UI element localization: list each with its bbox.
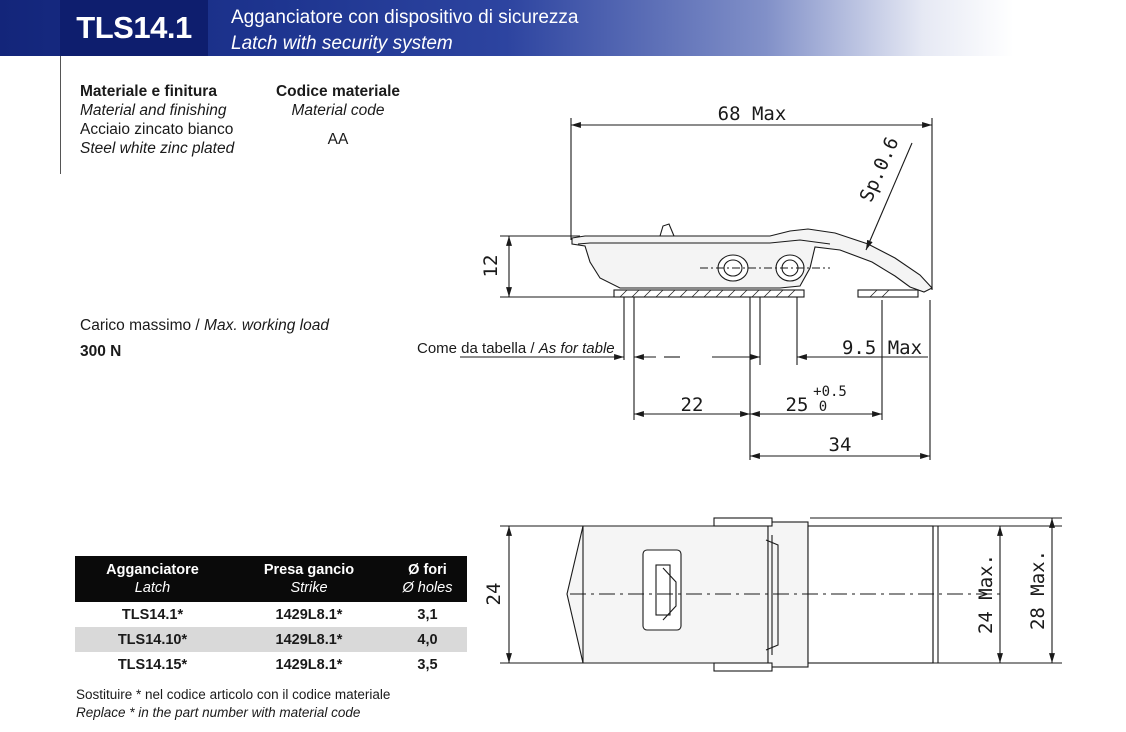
dim-height: 12 [480,255,502,278]
th-strike-en: Strike [290,580,328,596]
th-latch: Agganciatore Latch [75,556,230,602]
max-load-value: 300 N [80,343,122,360]
cell-latch: TLS14.15* [117,656,188,673]
dim-width-right: 28 Max. [1027,550,1049,630]
table-row: TLS14.1* 1429L8.1* 3,1 [75,602,467,627]
title-italian: Agganciatore con dispositivo di sicurezz… [231,7,579,28]
cell-strike: 1429L8.1* [275,631,343,648]
dim-hole-spacing-b: 25 [786,394,809,416]
material-value-it: Acciaio zincato bianco [80,121,234,138]
top-view [500,517,1062,672]
cell-holes: 3,1 [417,606,438,623]
as-for-table-it: Come da tabella / [417,340,539,357]
material-value-en: Steel white zinc plated [80,140,235,157]
material-code-label-it: Codice materiale [275,83,401,100]
max-load-label-en: Max. working load [204,317,329,334]
th-holes-en: Ø holes [402,580,453,596]
note-en: Replace * in the part number with materi… [76,705,361,720]
dim-width-left: 24 [483,583,505,606]
as-for-table-label: Come da tabella / As for table [417,340,615,357]
dim-hole-spacing-a: 22 [681,394,704,416]
th-strike: Presa gancio Strike [230,556,388,602]
th-holes: Ø fori Ø holes [388,556,467,602]
side-view [460,118,933,460]
product-code-box: TLS14.1 [60,0,208,56]
title-english: Latch with security system [231,33,453,54]
dim-tolerance-plus: +0.5 [813,384,847,400]
material-label-it: Materiale e finitura [80,83,217,100]
dim-width-mid: 24 Max. [975,554,997,634]
material-label-en: Material and finishing [80,102,227,119]
cell-strike: 1429L8.1* [275,656,343,673]
product-code: TLS14.1 [76,10,192,45]
max-load-label: Carico massimo / Max. working load [80,316,329,335]
cell-latch: TLS14.10* [117,631,188,648]
cell-latch: TLS14.1* [121,606,184,623]
th-latch-it: Agganciatore [106,562,199,578]
dim-overall-length: 68 Max [718,103,787,125]
dim-thickness: Sp.0.6 [856,134,904,206]
dim-strike-length: 34 [829,434,852,456]
cell-strike: 1429L8.1* [275,606,343,623]
max-load-label-it: Carico massimo / [80,317,205,334]
spec-table: Agganciatore Latch Presa gancio Strike Ø… [75,556,467,677]
table-row: TLS14.15* 1429L8.1* 3,5 [75,652,467,677]
material-code-value: AA [327,131,349,148]
cell-holes: 3,5 [417,656,438,673]
th-holes-it: Ø fori [408,562,447,578]
side-rule [60,56,61,174]
dim-tail: 9.5 Max [842,337,922,359]
th-strike-it: Presa gancio [263,562,355,578]
th-latch-en: Latch [134,580,171,596]
part-number-note: Sostituire * nel codice articolo con il … [76,686,390,722]
material-code-block: Codice materiale Material code AA [275,82,401,149]
note-it: Sostituire * nel codice articolo con il … [76,687,391,702]
cell-holes: 4,0 [417,631,438,648]
table-row: TLS14.10* 1429L8.1* 4,0 [75,627,467,652]
as-for-table-en: As for table [538,340,615,357]
dim-tolerance-minus: 0 [819,399,827,415]
material-code-label-en: Material code [291,102,385,119]
spec-table-header: Agganciatore Latch Presa gancio Strike Ø… [75,556,467,602]
material-block: Materiale e finitura Material and finish… [80,82,234,158]
